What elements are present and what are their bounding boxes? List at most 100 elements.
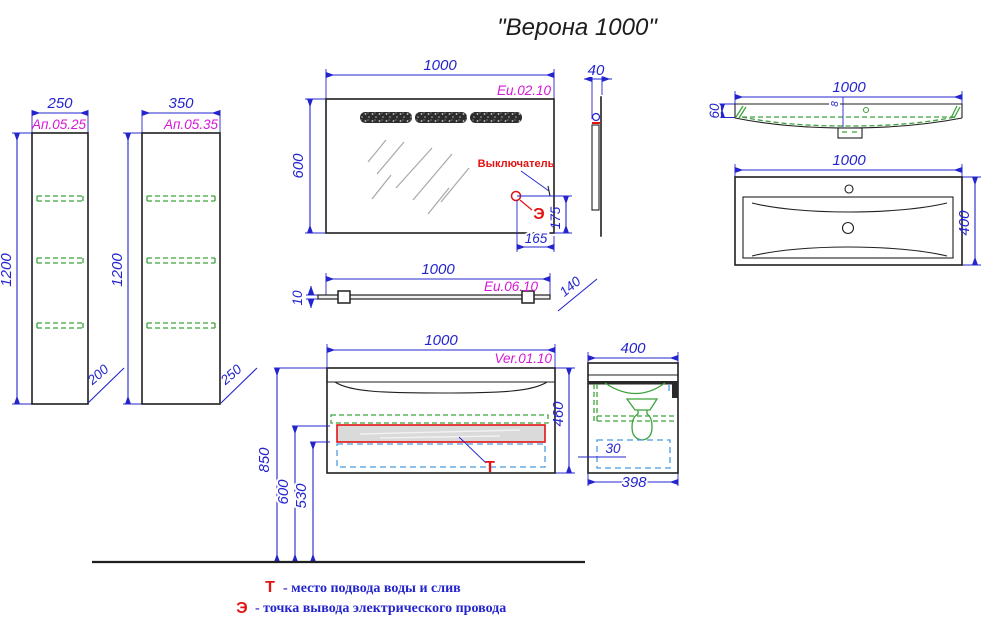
component-code: Ап.05.25 (31, 117, 86, 132)
vanity-side-view: 30 400 398 (578, 340, 679, 493)
corner-hatching (735, 105, 961, 119)
mirror-side-view: 40 (583, 60, 612, 237)
column-outline (31, 132, 89, 405)
depth-leader-line (220, 367, 258, 404)
overflow-hole (862, 106, 870, 114)
extension-lines (306, 273, 551, 300)
switch-y-dimension: 175 (548, 206, 563, 229)
basin-bowl-side (625, 398, 659, 411)
component-code: Ver.01.10 (494, 351, 552, 366)
width-dimension: 1000 (423, 57, 457, 74)
switch-x-dimension: 165 (525, 231, 548, 246)
legend: Т - место подвода воды и слив Э - точка … (236, 579, 506, 617)
column-outline (141, 132, 221, 405)
extension-lines (734, 164, 981, 266)
page-title: "Верона 1000" (497, 14, 658, 41)
top-height-dimension: 850 (256, 447, 273, 473)
led-light-strip (470, 112, 522, 123)
width-dimension: 1000 (421, 261, 455, 278)
drain-box (837, 127, 863, 139)
wall-column-large: 350 1200 250 Ап.05.35 (109, 95, 258, 405)
hidden-shelf-ends (146, 196, 216, 328)
hidden-shelves (37, 195, 83, 329)
width-dimension: 250 (46, 95, 73, 112)
hidden-shelf (330, 414, 549, 424)
depth-dimension: 400 (956, 210, 973, 236)
water-leader-line (458, 436, 487, 464)
electric-leader-line (519, 199, 533, 211)
countertop-edge (588, 381, 678, 385)
switch-label: Выключатель (478, 158, 555, 170)
depth-dimension: 140 (557, 273, 584, 299)
wall-bracket (672, 383, 678, 398)
switch-tick (547, 185, 551, 197)
mirror-outline (325, 98, 555, 234)
depth-leader-line (87, 367, 125, 404)
switch-dim-extensions (516, 195, 572, 252)
bowl-upper-curve (751, 202, 948, 213)
faucet-hole (844, 184, 854, 194)
shelf-view: 1000 10 140 Eu.06.10 (288, 261, 598, 312)
led-light-strip (360, 112, 412, 123)
basin-outer-rim (734, 176, 963, 266)
bowl-lower-curve (751, 246, 948, 257)
hidden-shelf-ends (36, 196, 84, 328)
height-dimension: 1200 (0, 253, 15, 287)
rim-dimension: 60 (707, 103, 722, 119)
legend-water-text: - место подвода воды и слив (283, 581, 461, 596)
height-dimension: 460 (550, 401, 567, 427)
extension-lines (123, 113, 221, 405)
mirror-side-box (591, 124, 600, 211)
height-dimension: 1200 (109, 253, 126, 287)
basin-side-profile (604, 382, 666, 395)
switch-leader-line (520, 170, 550, 192)
depth-leader-line (557, 278, 598, 312)
component-code: Eu.06.10 (484, 279, 539, 294)
legend-electric-text: - точка вывода электрического провода (255, 601, 506, 616)
hidden-shelves (147, 195, 215, 329)
light-point (591, 112, 601, 122)
width-dimension: 1000 (424, 332, 458, 349)
basin-front-curve (334, 381, 548, 394)
legend-electric-symbol: Э (236, 600, 247, 617)
width-dimension: 400 (620, 340, 646, 357)
shelf-glass (317, 294, 551, 300)
extension-lines (591, 81, 603, 119)
electric-symbol: Э (533, 206, 544, 223)
height-dimension: 600 (290, 153, 307, 179)
depth-dimension: 40 (588, 62, 605, 79)
center-dimension: 8 (830, 101, 841, 107)
shelf-bracket-right (521, 290, 535, 304)
extension-lines (305, 69, 555, 234)
bottom-width-dimension: 398 (621, 474, 647, 491)
thickness-dimension: 10 (290, 290, 305, 306)
width-dimension: 1000 (832, 79, 866, 96)
extension-lines (326, 344, 575, 474)
basin-inner-rim (742, 196, 954, 259)
legend-water-symbol: Т (265, 579, 275, 596)
mirror-front-view: Выключатель Э 165 175 1000 600 Eu.02.10 (290, 57, 572, 252)
hidden-drawer-box (336, 443, 546, 468)
siphon-trap (631, 410, 653, 441)
shelf-bracket-left (337, 290, 351, 304)
basin-front-view: 8 1000 60 (705, 79, 963, 139)
dim530: 530 (293, 483, 310, 509)
height-extension-lines (277, 367, 330, 443)
drain-hole (841, 221, 855, 235)
side-outline (587, 362, 679, 474)
vanity-front-view: Т 1000 460 850 600 530 Ver.01.10 (254, 332, 575, 563)
drawer-highlights (359, 429, 521, 439)
wall-column-small: 250 1200 200 Ап.05.25 (0, 95, 125, 405)
extension-lines (12, 113, 89, 405)
component-code: Ап.05.35 (163, 117, 218, 132)
vanity-outline (326, 367, 556, 474)
offset-dimension: 30 (605, 441, 621, 456)
basin-rim (734, 103, 963, 118)
dim600: 600 (275, 479, 292, 505)
mirror-shine-hatching (367, 139, 470, 215)
width-dimension: 1000 (832, 152, 866, 169)
basin-top-view: 1000 400 (734, 152, 981, 266)
water-symbol: Т (485, 459, 495, 476)
component-code: Eu.02.10 (497, 83, 552, 98)
